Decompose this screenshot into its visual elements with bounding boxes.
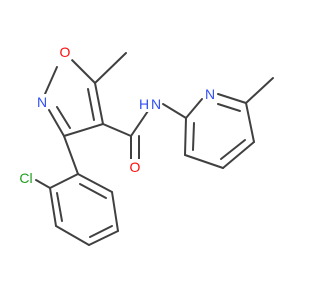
bond-py-c6-methyl [245, 77, 274, 104]
bond-c5-c4-inner [87, 88, 95, 121]
bond-c3-n2-inner [56, 106, 71, 129]
amide-nitrogen-label: N [151, 96, 161, 112]
ring-nitrogen-label: N [37, 94, 47, 110]
bond-py-c5-c4 [222, 141, 255, 169]
bond-py-c3-c2-inner [192, 122, 195, 151]
bond-ph-c6-c1-inner [79, 183, 107, 199]
bond-py-c4-c3 [184, 154, 224, 169]
pyridine-nitrogen-label: N [205, 86, 215, 102]
bonds [35, 52, 274, 246]
bond-amide-c-n [130, 110, 149, 137]
bond-c5-c4 [94, 82, 104, 125]
bond-c3-phenyl [63, 135, 79, 175]
bond-py-n1-c6-inner [217, 103, 241, 112]
bond-ph-c6-c1 [77, 173, 113, 193]
amide-hydrogen-label: H [139, 96, 149, 112]
bond-py-c6-c5 [245, 102, 255, 143]
atom-label-halo [203, 86, 217, 102]
bond-ph-c1-c2 [49, 173, 79, 189]
bond-ph-c2-c3-inner [56, 192, 63, 222]
atom-label-halo [137, 96, 151, 112]
ring-oxygen-label: O [60, 44, 71, 60]
bond-ph-c4-c5-inner [89, 225, 113, 238]
bond-n-pyridine-c2 [162, 103, 187, 119]
bond-ph-c4-c5 [88, 230, 119, 246]
bond-c4-amide-c [102, 123, 132, 137]
bond-c4-c3 [63, 123, 104, 137]
bond-ph-c3-c4 [55, 225, 90, 246]
atom-label-halo [128, 159, 142, 175]
atom-labels: O N N H N O Cl [18, 44, 217, 186]
atom-label-halo [149, 96, 163, 112]
background [0, 0, 300, 300]
bond-c3-n2 [48, 109, 65, 137]
bond-py-c2-n1 [185, 98, 203, 119]
atom-label-halo [58, 44, 72, 60]
bond-py-c5-c4-inner [220, 139, 246, 160]
bond-o1-c5 [71, 59, 96, 84]
bond-ph-c2-c3 [49, 187, 57, 227]
carbonyl-oxygen-label: O [130, 159, 141, 175]
bond-ph-c5-c6 [111, 191, 119, 232]
bond-o1-n2 [44, 66, 58, 95]
bond-py-c3-c2 [184, 117, 187, 156]
atom-label-halo [18, 170, 34, 186]
bond-ph-c2-cl [35, 179, 51, 189]
bond-py-n1-c6 [217, 93, 247, 104]
bond-c5-methyl [94, 52, 127, 84]
chlorine-label: Cl [19, 170, 32, 186]
atom-label-halo [35, 94, 49, 110]
molecule-structure: O N N H N O Cl [0, 0, 300, 300]
